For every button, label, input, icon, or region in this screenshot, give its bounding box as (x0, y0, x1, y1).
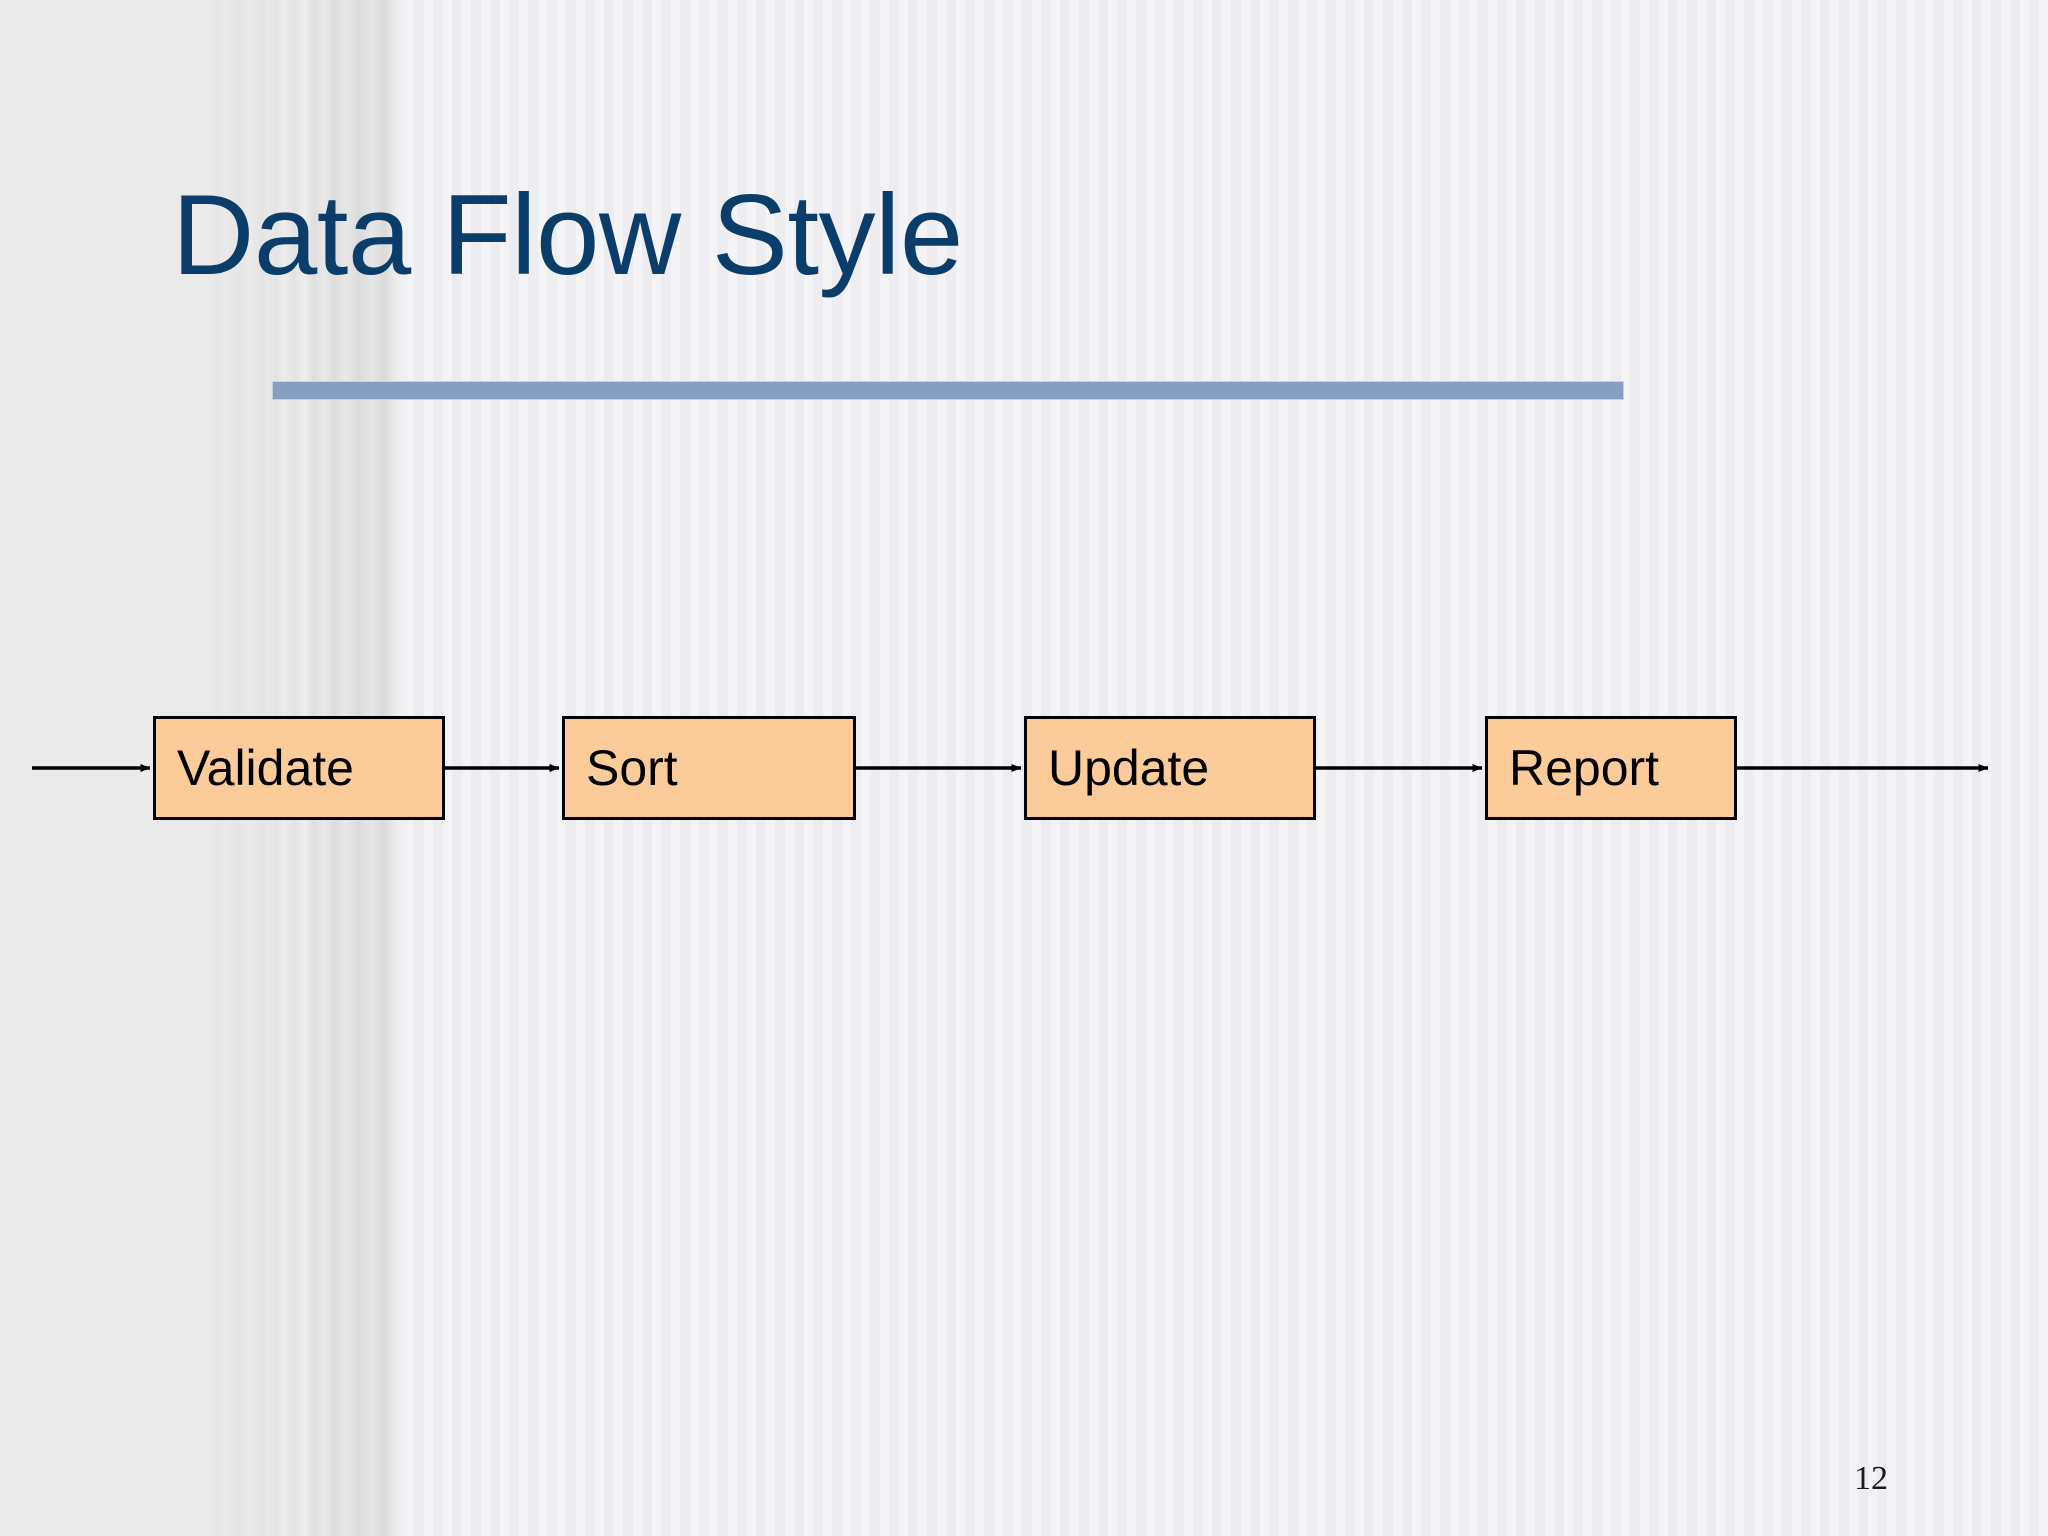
flow-node-report[interactable]: Report (1485, 716, 1737, 820)
page-number: 12 (1854, 1460, 1888, 1497)
flow-node-label: Sort (586, 740, 678, 796)
flow-node-label: Validate (177, 740, 354, 796)
flow-node-label: Report (1509, 740, 1660, 796)
page-title: Data Flow Style (172, 172, 963, 299)
flow-node-validate[interactable]: Validate (153, 716, 445, 820)
flow-node-label: Update (1048, 740, 1210, 796)
flow-node-sort[interactable]: Sort (562, 716, 856, 820)
flow-node-update[interactable]: Update (1024, 716, 1316, 820)
title-divider (272, 381, 1624, 400)
